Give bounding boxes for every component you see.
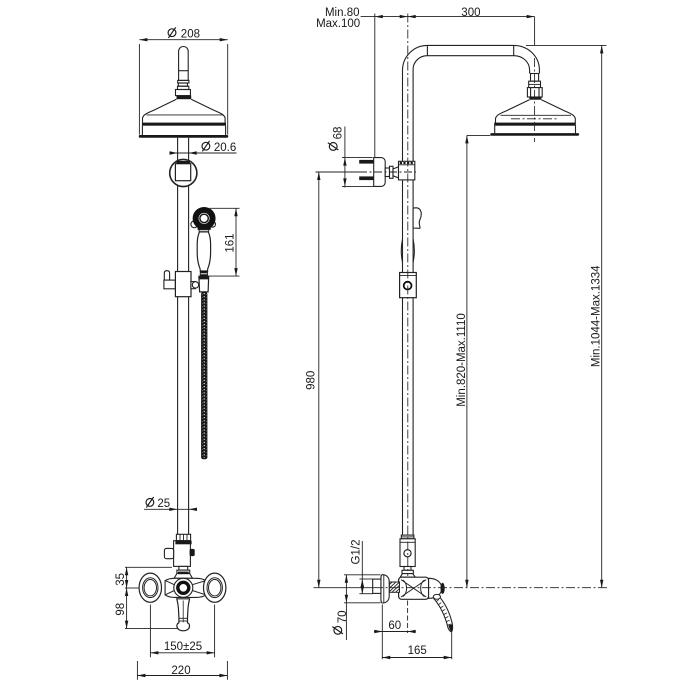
svg-text:25: 25 bbox=[157, 498, 170, 510]
svg-text:Min.820-Max.1110: Min.820-Max.1110 bbox=[456, 313, 468, 407]
svg-text:161: 161 bbox=[224, 233, 236, 252]
svg-text:220: 220 bbox=[171, 665, 190, 677]
svg-text:208: 208 bbox=[181, 29, 200, 41]
svg-text:20.6: 20.6 bbox=[214, 142, 236, 154]
svg-text:Min.1044-Max.1334: Min.1044-Max.1334 bbox=[591, 265, 603, 367]
svg-text:150±25: 150±25 bbox=[164, 641, 202, 653]
svg-text:980: 980 bbox=[306, 371, 318, 390]
svg-text:98: 98 bbox=[115, 603, 127, 616]
svg-text:35: 35 bbox=[115, 573, 127, 586]
svg-text:68: 68 bbox=[333, 127, 345, 140]
svg-text:165: 165 bbox=[408, 645, 427, 657]
svg-text:Min.80: Min.80 bbox=[325, 7, 360, 19]
svg-text:60: 60 bbox=[388, 620, 401, 632]
svg-text:300: 300 bbox=[461, 7, 480, 19]
svg-text:G1/2: G1/2 bbox=[351, 540, 363, 565]
svg-text:70: 70 bbox=[337, 611, 349, 624]
svg-text:Max.100: Max.100 bbox=[316, 18, 360, 30]
